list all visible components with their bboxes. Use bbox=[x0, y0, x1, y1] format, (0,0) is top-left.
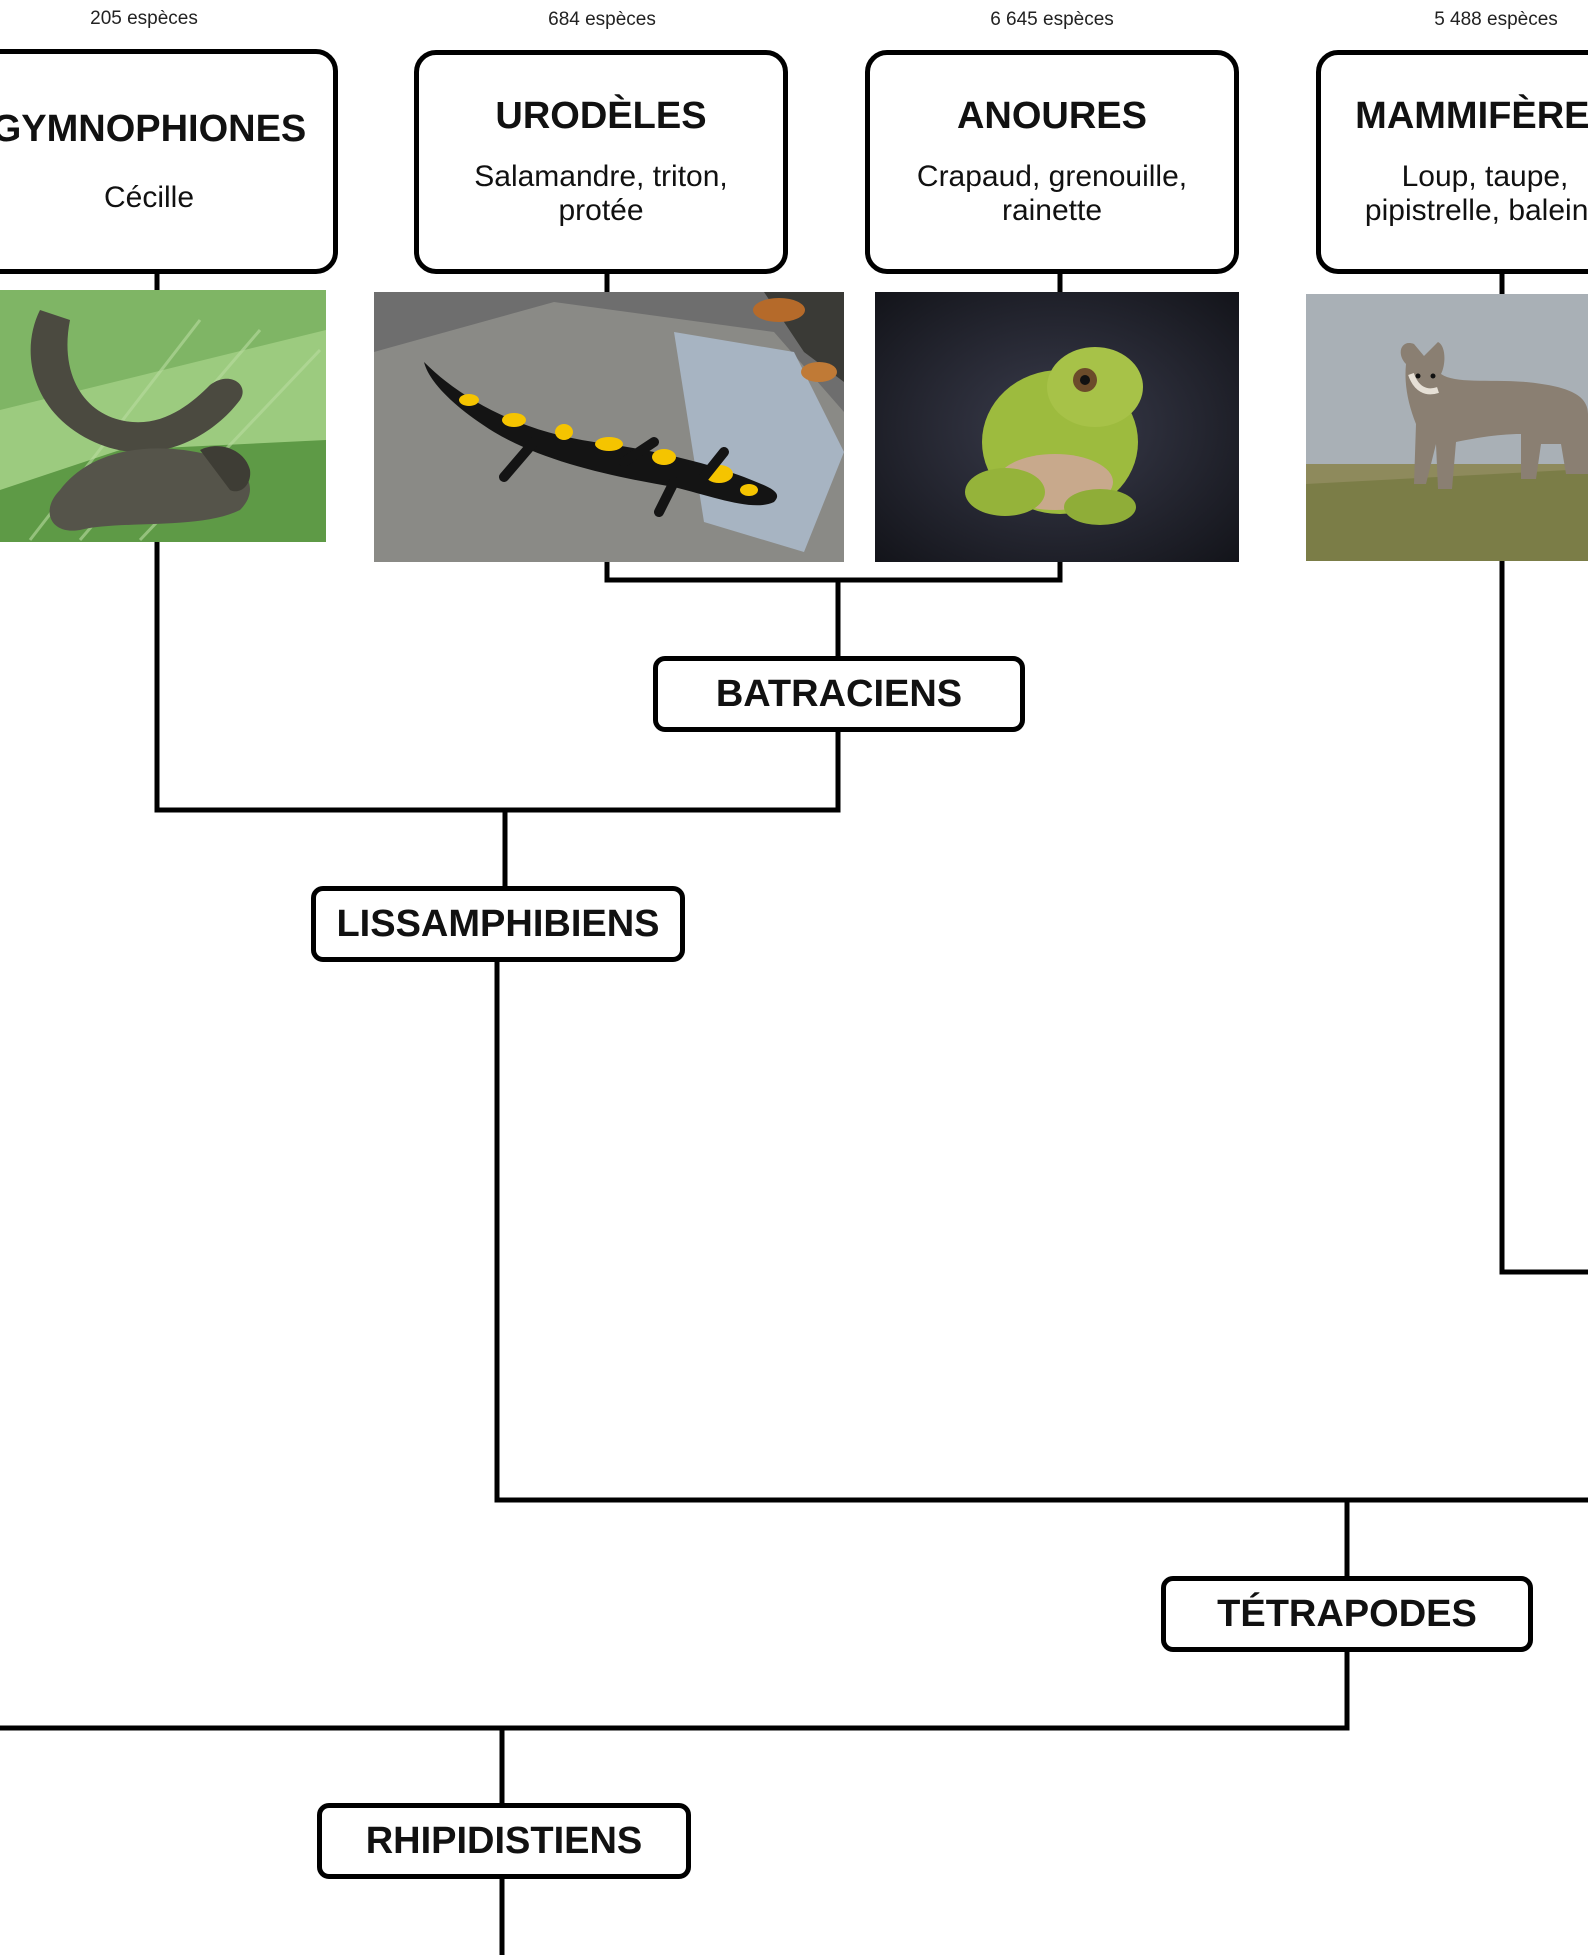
branch-batraciens bbox=[604, 557, 1063, 583]
taxon-examples: Cécille bbox=[103, 181, 195, 214]
species-count: 684 espèces bbox=[548, 9, 656, 30]
clade-label-tetrapodes: TÉTRAPODES bbox=[1161, 1576, 1533, 1652]
taxon-examples: Salamandre, triton, protée bbox=[474, 160, 728, 227]
wolf-photo bbox=[1306, 294, 1588, 561]
branch-mammiferes bbox=[1499, 269, 1588, 1275]
taxon-name: ANOURES bbox=[956, 95, 1148, 137]
taxon-card-gymnophiones: GYMNOPHIONES Cécille bbox=[0, 49, 338, 274]
branch-stubs bbox=[604, 269, 1063, 293]
clade-label-lissamphibiens: LISSAMPHIBIENS bbox=[311, 886, 685, 962]
taxon-name: MAMMIFÈRES bbox=[1355, 95, 1588, 137]
species-count: 205 espèces bbox=[90, 8, 198, 29]
branch-lissamphibiens-stem bbox=[494, 807, 508, 1503]
clade-label-batraciens: BATRACIENS bbox=[653, 656, 1025, 732]
clade-label-rhipidistiens: RHIPIDISTIENS bbox=[317, 1803, 691, 1879]
fire-salamander-photo bbox=[374, 292, 844, 562]
taxon-card-urodeles: URODÈLES Salamandre, triton, protée bbox=[414, 50, 788, 274]
taxon-card-anoures: ANOURES Crapaud, grenouille, rainette bbox=[865, 50, 1239, 274]
species-count: 6 645 espèces bbox=[990, 9, 1114, 30]
taxon-name: URODÈLES bbox=[495, 95, 707, 137]
caecilian-photo bbox=[0, 290, 326, 542]
taxon-examples: Loup, taupe, pipistrelle, baleine bbox=[1364, 160, 1588, 227]
tree-frog-photo bbox=[875, 292, 1239, 562]
taxon-card-mammiferes: MAMMIFÈRES Loup, taupe, pipistrelle, bal… bbox=[1316, 50, 1588, 274]
taxon-name: GYMNOPHIONES bbox=[0, 108, 307, 150]
taxon-examples: Crapaud, grenouille, rainette bbox=[916, 160, 1188, 227]
species-count: 5 488 espèces bbox=[1434, 9, 1558, 30]
